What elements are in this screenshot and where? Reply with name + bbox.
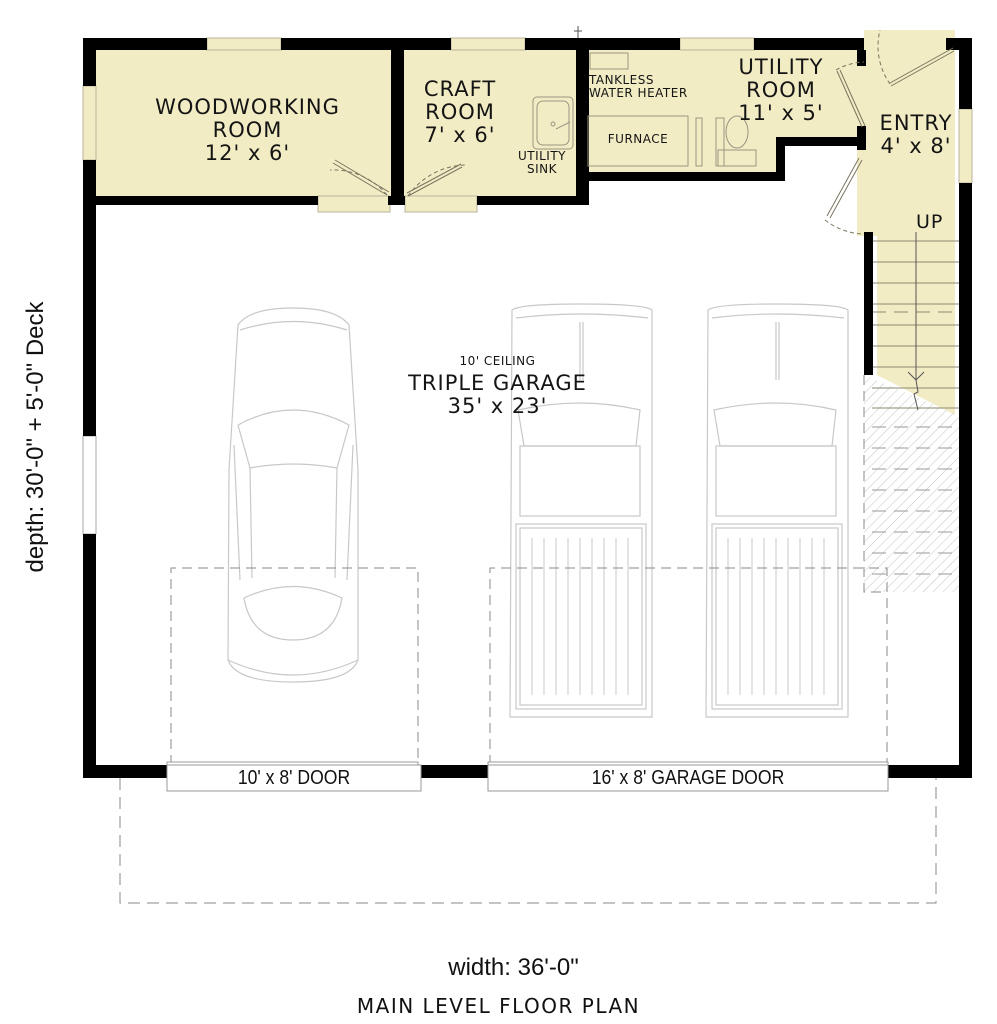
depth-text: depth: 30'-0" + 5'-0" Deck bbox=[22, 301, 49, 573]
width-dimension-label: width: 36'-0" bbox=[0, 954, 997, 982]
plan-title: MAIN LEVEL FLOOR PLAN bbox=[0, 994, 997, 1018]
walls bbox=[83, 38, 972, 778]
room-dimensions: 7' x 6' bbox=[424, 123, 496, 148]
furnace-icon bbox=[587, 115, 689, 167]
utility-sink-icon bbox=[532, 96, 574, 150]
stair-up-label: UP bbox=[916, 212, 943, 233]
furnace-label: FURNACE bbox=[588, 132, 688, 146]
vehicle-pickup-1-icon bbox=[509, 303, 653, 718]
door-label-text: 16' x 8' GARAGE DOOR bbox=[591, 767, 785, 789]
fixture-text: WATER HEATER bbox=[589, 86, 688, 101]
door-label-text: 10' x 8' DOOR bbox=[237, 767, 351, 789]
room-label-entry: ENTRY 4' x 8' bbox=[870, 111, 962, 159]
fixture-text: UTILITY bbox=[517, 149, 567, 163]
fixture-text: SINK bbox=[526, 162, 557, 177]
vehicle-pickup-2-icon bbox=[705, 303, 849, 718]
plan-title-text: MAIN LEVEL FLOOR PLAN bbox=[356, 994, 641, 1018]
room-dimensions: 4' x 8' bbox=[880, 134, 952, 159]
toilet-icon bbox=[717, 115, 757, 167]
room-label-garage: 10' CEILING TRIPLE GARAGE 35' x 23' bbox=[370, 354, 625, 419]
room-fills bbox=[82, 30, 973, 535]
room-dimensions: 11' x 5' bbox=[738, 101, 824, 126]
deck-outline bbox=[119, 778, 937, 904]
width-text: width: 36'-0" bbox=[448, 954, 579, 981]
door-swings bbox=[329, 29, 955, 235]
room-dimensions: 35' x 23' bbox=[447, 394, 548, 419]
room-name: UTILITY bbox=[738, 55, 824, 79]
room-name: WOODWORKING bbox=[155, 95, 340, 119]
stair-direction-text: UP bbox=[916, 211, 944, 233]
room-name: TRIPLE GARAGE bbox=[408, 371, 587, 396]
stair-direction-arrow-icon bbox=[907, 232, 925, 411]
room-label-utility: UTILITY ROOM 11' x 5' bbox=[730, 55, 832, 126]
vent-mark-icon bbox=[574, 26, 582, 38]
room-name: ROOM bbox=[212, 118, 283, 143]
water-heater-icon bbox=[589, 52, 629, 70]
water-heater-label: TANKLESS WATER HEATER bbox=[589, 73, 688, 101]
garage-door-double-label: 16' x 8' GARAGE DOOR bbox=[512, 767, 864, 790]
utility-sink-label: UTILITY SINK bbox=[510, 149, 574, 177]
room-name: ENTRY bbox=[879, 111, 953, 135]
fixture-text: TANKLESS bbox=[589, 73, 654, 87]
stair-treads-below bbox=[872, 426, 959, 575]
stair-landing-hatch bbox=[863, 375, 959, 593]
overhead-door-outlines bbox=[170, 567, 888, 765]
room-name: ROOM bbox=[425, 100, 495, 125]
room-label-craft: CRAFT ROOM 7' x 6' bbox=[405, 77, 515, 148]
depth-dimension-label: depth: 30'-0" + 5'-0" Deck bbox=[22, 301, 50, 572]
fixture-text: FURNACE bbox=[607, 132, 669, 146]
ceiling-note: 10' CEILING bbox=[459, 354, 536, 368]
room-label-woodworking: WOODWORKING ROOM 12' x 6' bbox=[140, 95, 355, 166]
vehicle-sedan-icon bbox=[227, 307, 359, 683]
room-name: ROOM bbox=[746, 78, 816, 103]
room-dimensions: 12' x 6' bbox=[204, 141, 291, 166]
utility-fixtures bbox=[532, 52, 757, 167]
room-name: CRAFT bbox=[423, 77, 497, 101]
garage-door-openings bbox=[166, 761, 889, 792]
garage-door-single-label: 10' x 8' DOOR bbox=[182, 767, 406, 790]
